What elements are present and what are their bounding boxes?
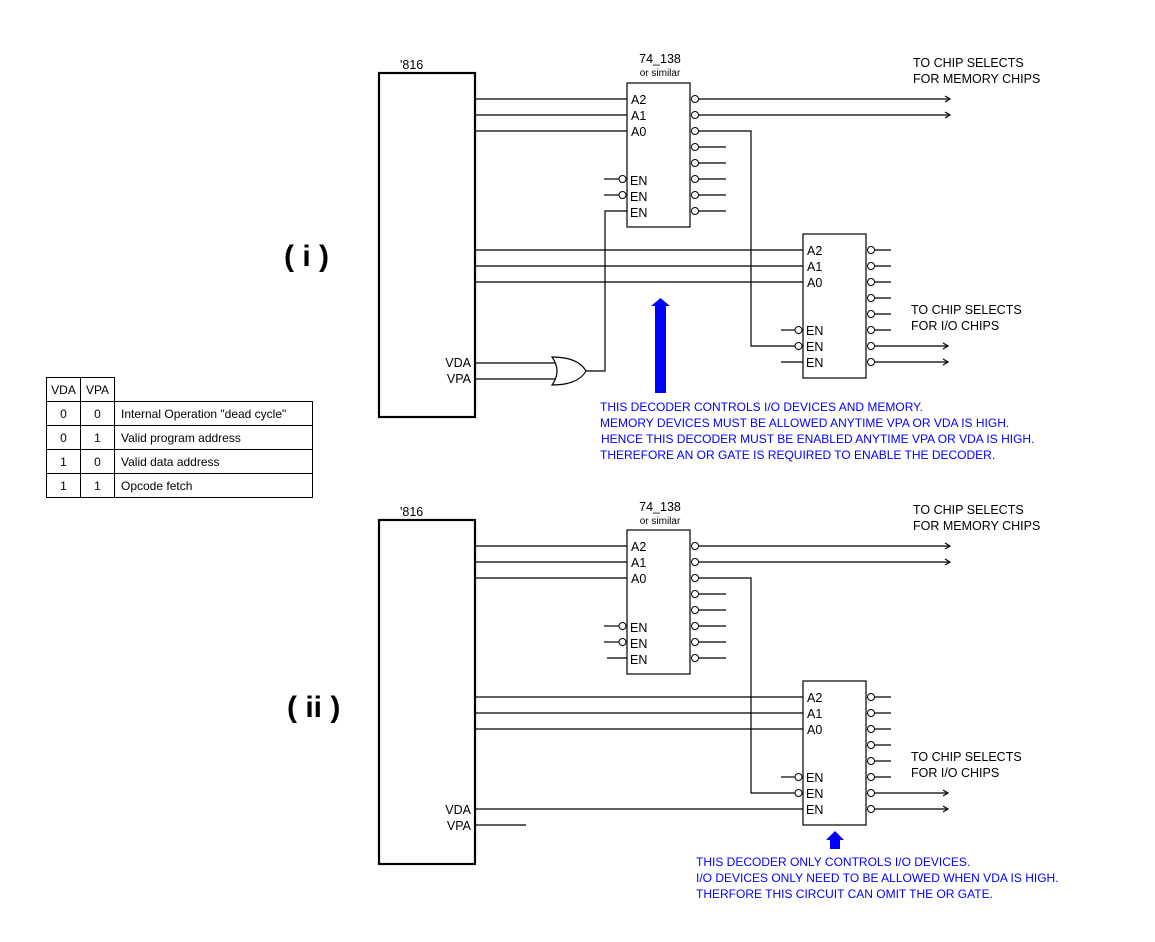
decoder-outputs [691, 95, 952, 347]
header-vpa: VPA [80, 377, 115, 402]
memory-note-line1: TO CHIP SELECTS [913, 503, 1024, 517]
circuit-i: ( i ) '816 VDA VPA 74_138 or similar A2 … [284, 52, 1040, 462]
pin-vda: VDA [445, 356, 471, 370]
cell-vda: 1 [46, 449, 81, 474]
cpu-chip [377, 71, 477, 419]
inverter-bubble [794, 789, 803, 797]
input-a1: A1 [631, 109, 646, 123]
enable-3: EN [630, 206, 647, 220]
inverter-bubble [794, 326, 803, 334]
enable-1: EN [630, 174, 647, 188]
up-arrow-icon [826, 831, 844, 849]
decoder-outputs [691, 542, 952, 794]
enable-1: EN [630, 621, 647, 635]
pin-vpa: VPA [447, 372, 472, 386]
inverter-bubble [618, 175, 627, 183]
cell-desc: Valid data address [114, 449, 313, 474]
io-note-line2: FOR I/O CHIPS [911, 766, 999, 780]
annotation-line: MEMORY DEVICES MUST BE ALLOWED ANYTIME V… [600, 416, 1009, 430]
cell-vda: 1 [46, 473, 81, 498]
table-row: 1 1 Opcode fetch [46, 473, 313, 498]
circuit-label: ( ii ) [287, 691, 340, 724]
pin-vda: VDA [445, 803, 471, 817]
cell-desc: Valid program address [114, 425, 313, 450]
input-a0: A0 [807, 276, 822, 290]
input-a1: A1 [807, 707, 822, 721]
input-a2: A2 [807, 691, 822, 705]
wire-or-to-enable [586, 210, 627, 372]
or-gate-icon [550, 356, 587, 386]
input-a0: A0 [631, 125, 646, 139]
enable-3: EN [806, 803, 823, 817]
input-a1: A1 [807, 260, 822, 274]
inverter-bubble [794, 342, 803, 350]
input-a2: A2 [631, 540, 646, 554]
memory-decoder-chip [626, 82, 691, 228]
truth-table: VDA VPA 0 0 Internal Operation "dead cyc… [46, 377, 313, 498]
circuit-ii: ( ii ) '816 VDA VPA 74_138 or similar A2… [287, 500, 1059, 901]
cpu-label: '816 [400, 505, 423, 519]
enable-2: EN [806, 340, 823, 354]
decoder-title: 74_138 [639, 52, 681, 66]
circuit-label: ( i ) [284, 240, 329, 273]
input-a2: A2 [807, 244, 822, 258]
input-a2: A2 [631, 93, 646, 107]
enable-3: EN [630, 653, 647, 667]
io-decoder-chip [802, 680, 867, 826]
input-a1: A1 [631, 556, 646, 570]
memory-note-line1: TO CHIP SELECTS [913, 56, 1024, 70]
truth-table-header: VDA VPA [46, 377, 313, 402]
io-note-line1: TO CHIP SELECTS [911, 303, 1022, 317]
cpu-label: '816 [400, 58, 423, 72]
decoder-subtitle: or similar [640, 68, 681, 79]
up-arrow-icon [651, 298, 670, 393]
inverter-bubble [618, 191, 627, 199]
memory-decoder-chip [626, 529, 691, 675]
pin-vpa: VPA [447, 819, 472, 833]
decoder-subtitle: or similar [640, 516, 681, 527]
table-row: 1 0 Valid data address [46, 449, 313, 474]
enable-2: EN [630, 190, 647, 204]
annotation-line: THIS DECODER CONTROLS I/O DEVICES AND ME… [600, 400, 923, 414]
inverter-bubble [794, 773, 803, 781]
io-decoder-outputs [867, 246, 950, 366]
cpu-chip [377, 518, 477, 866]
cell-desc: Internal Operation "dead cycle" [114, 401, 313, 426]
cell-desc: Opcode fetch [114, 473, 313, 498]
input-a0: A0 [807, 723, 822, 737]
memory-note-line2: FOR MEMORY CHIPS [913, 72, 1040, 86]
io-note-line2: FOR I/O CHIPS [911, 319, 999, 333]
enable-2: EN [630, 637, 647, 651]
input-a0: A0 [631, 572, 646, 586]
decoder-title: 74_138 [639, 500, 681, 514]
io-decoder-chip [802, 233, 867, 379]
header-vda: VDA [46, 377, 81, 402]
table-row: 0 0 Internal Operation "dead cycle" [46, 401, 313, 426]
io-decoder-outputs [867, 693, 950, 813]
annotation-line: THEREFORE AN OR GATE IS REQUIRED TO ENAB… [600, 448, 995, 462]
inverter-bubble [618, 638, 627, 646]
annotation-line: THERFORE THIS CIRCUIT CAN OMIT THE OR GA… [696, 887, 993, 901]
cell-vda: 0 [46, 425, 81, 450]
enable-2: EN [806, 787, 823, 801]
annotation-line: I/O DEVICES ONLY NEED TO BE ALLOWED WHEN… [696, 871, 1059, 885]
enable-3: EN [806, 356, 823, 370]
enable-1: EN [806, 771, 823, 785]
enable-1: EN [806, 324, 823, 338]
table-row: 0 1 Valid program address [46, 425, 313, 450]
annotation-line: THIS DECODER ONLY CONTROLS I/O DEVICES. [696, 855, 970, 869]
annotation-line: HENCE THIS DECODER MUST BE ENABLED ANYTI… [601, 432, 1034, 446]
io-note-line1: TO CHIP SELECTS [911, 750, 1022, 764]
inverter-bubble [618, 622, 627, 630]
memory-note-line2: FOR MEMORY CHIPS [913, 519, 1040, 533]
